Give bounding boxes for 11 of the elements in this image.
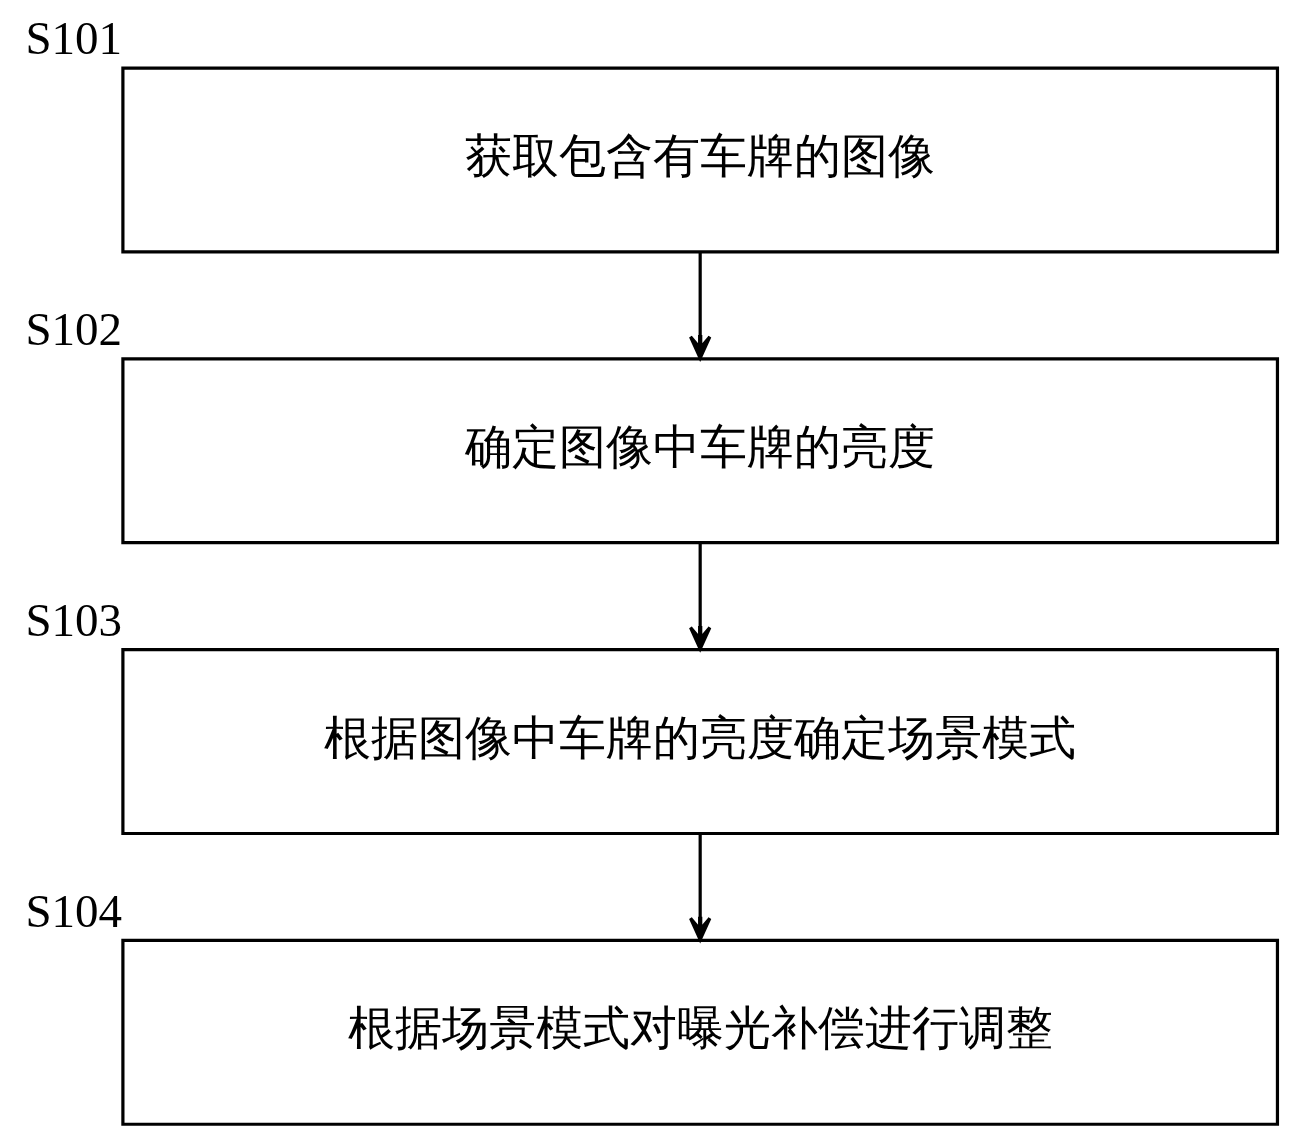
node-label: S102 — [25, 303, 123, 356]
node-label: S101 — [25, 12, 123, 65]
node-label: S104 — [25, 884, 123, 937]
arrow — [688, 542, 712, 651]
node-box: 根据图像中车牌的亮度确定场景模式 — [121, 648, 1280, 836]
node-label: S103 — [25, 593, 123, 646]
node-box: 获取包含有车牌的图像 — [121, 66, 1280, 254]
arrow — [688, 252, 712, 360]
node-box: 根据场景模式对曝光补偿进行调整 — [121, 938, 1280, 1126]
node-box: 确定图像中车牌的亮度 — [121, 357, 1280, 545]
arrow — [688, 833, 712, 942]
